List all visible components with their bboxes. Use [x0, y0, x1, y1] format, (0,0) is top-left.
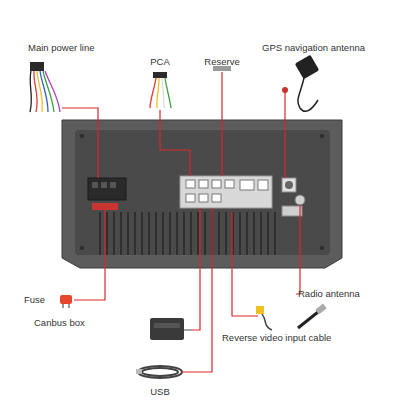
callout-label: Canbus box	[34, 317, 85, 328]
canbus-box-icon	[150, 318, 192, 340]
reverse-cable-icon	[256, 306, 272, 330]
fuse-holder	[92, 203, 118, 210]
gps-antenna-icon	[282, 55, 319, 112]
callout-label: Main power line	[28, 42, 95, 53]
rca-harness	[150, 72, 171, 108]
power-harness	[30, 62, 60, 112]
callout-label: Reserve	[204, 56, 239, 67]
panel-recess	[75, 130, 330, 255]
callout-label: PCA	[150, 56, 170, 67]
radio-antenna-icon	[298, 304, 327, 328]
callout-label: USB	[150, 386, 170, 397]
callout-label: Fuse	[24, 294, 45, 305]
heat-sink-ribs	[100, 212, 275, 255]
fuse-icon	[60, 295, 72, 308]
callout-label: Reverse video input cable	[222, 332, 331, 343]
callout-label: GPS navigation antenna	[262, 42, 365, 53]
usb-cable-icon	[136, 366, 182, 378]
panel-connectors	[88, 176, 305, 216]
leader-lines	[62, 72, 300, 372]
callout-label: Radio antenna	[298, 288, 360, 299]
